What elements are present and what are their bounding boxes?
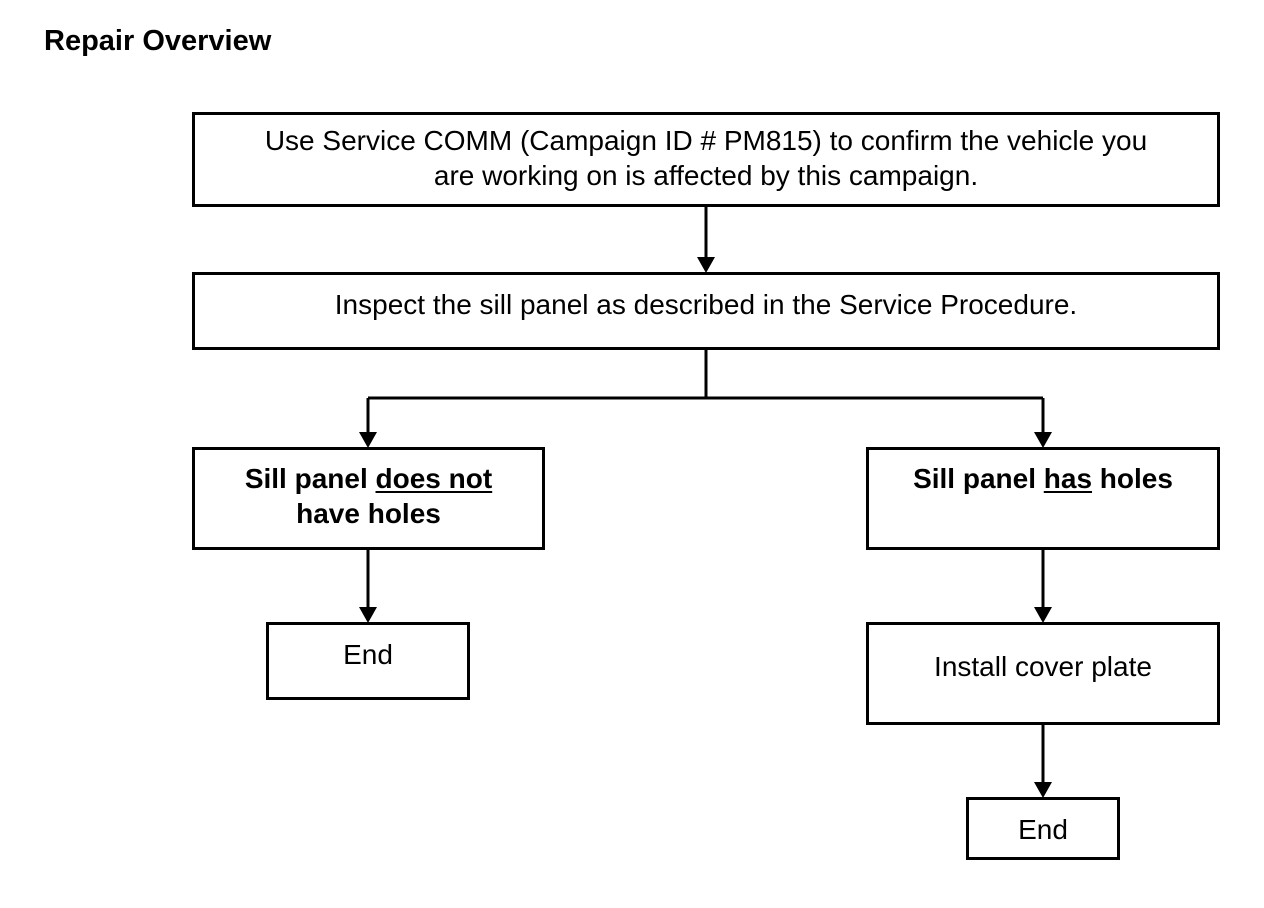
has-holes-decision-box: Sill panel has holes: [866, 447, 1220, 550]
page-title: Repair Overview: [44, 25, 272, 57]
confirm-step-line2: are working on is affected by this campa…: [433, 160, 979, 191]
arrowhead-no-holes: [359, 432, 377, 448]
cover-plate-text: Install cover plate: [934, 651, 1152, 682]
end-left-box: End: [266, 622, 470, 700]
arrowhead-holes: [1034, 432, 1052, 448]
arrowhead-inspect: [697, 257, 715, 273]
no-holes-prefix: Sill panel: [244, 463, 376, 494]
end-right-text: End: [1018, 814, 1068, 845]
no-holes-decision-box: Sill panel does not have holes: [192, 447, 545, 550]
has-holes-suffix: holes: [1092, 463, 1173, 494]
inspect-step-text: Inspect the sill panel as described in t…: [334, 289, 1078, 320]
has-holes-emphasis: has: [1043, 463, 1093, 494]
confirm-vehicle-step: Use Service COMM (Campaign ID # PM815) t…: [192, 112, 1220, 207]
no-holes-line1: Sill panel does not: [195, 461, 542, 496]
no-holes-emphasis: does not: [375, 463, 493, 494]
inspect-sill-panel-step: Inspect the sill panel as described in t…: [192, 272, 1220, 350]
has-holes-line: Sill panel has holes: [869, 461, 1217, 496]
arrowhead-cover: [1034, 607, 1052, 623]
arrowhead-end-left: [359, 607, 377, 623]
end-right-box: End: [966, 797, 1120, 860]
end-left-text: End: [343, 639, 393, 670]
arrowhead-end-right: [1034, 782, 1052, 798]
no-holes-line2: have holes: [296, 498, 441, 529]
install-cover-plate-step: Install cover plate: [866, 622, 1220, 725]
confirm-step-line1: Use Service COMM (Campaign ID # PM815) t…: [264, 125, 1148, 156]
has-holes-prefix: Sill panel: [913, 463, 1044, 494]
